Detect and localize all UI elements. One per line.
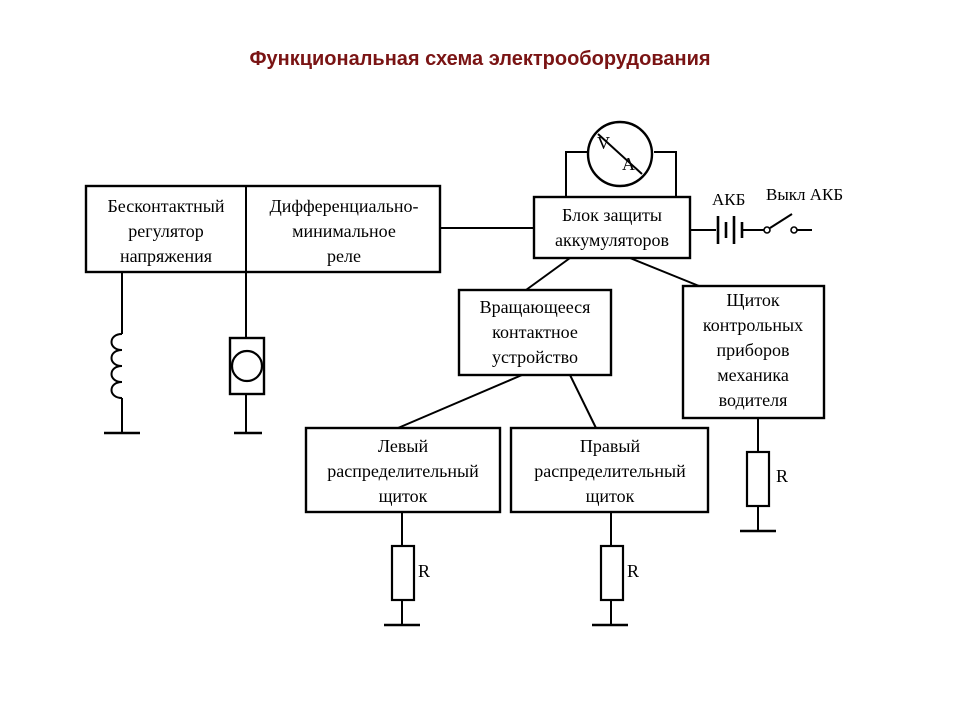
- generator-icon: [228, 272, 266, 435]
- wire-meter-loop: [565, 151, 677, 197]
- right-dist-label-line2: распределительный: [534, 461, 686, 481]
- left-dist-label-line3: щиток: [379, 486, 428, 506]
- panel-label-line2: контрольных: [703, 315, 803, 335]
- battery-symbol: [716, 216, 744, 244]
- rotating-label-line3: устройство: [492, 347, 578, 367]
- regulator-label-line2: регулятор: [128, 221, 203, 241]
- resistor-left-label: R: [418, 561, 430, 581]
- left-dist-label-line2: распределительный: [327, 461, 479, 481]
- regulator-relay-block: [84, 184, 442, 274]
- protection-label-line1: Блок защиты: [562, 205, 662, 225]
- regulator-label-line3: напряжения: [120, 246, 212, 266]
- resistor-right-label: R: [627, 561, 639, 581]
- driver-panel-block: [681, 284, 826, 420]
- panel-label-line1: Щиток: [726, 290, 779, 310]
- right-distribution-block: [509, 426, 710, 514]
- left-dist-label-line1: Левый: [378, 436, 429, 456]
- wire-protection-to-panel: [629, 257, 705, 289]
- right-dist-label-line3: щиток: [586, 486, 635, 506]
- relay-label-line3: реле: [327, 246, 361, 266]
- wire-rotating-to-left: [397, 374, 523, 429]
- panel-label-line4: механика: [717, 365, 789, 385]
- wire-rotating-to-right: [569, 374, 597, 429]
- battery-switch-label: Выкл АКБ: [766, 185, 843, 204]
- page-title: Функциональная схема электрооборудования: [249, 48, 711, 70]
- rotating-label-line1: Вращающееся: [480, 297, 591, 317]
- battery-label: АКБ: [712, 190, 745, 209]
- battery-switch-symbol: [763, 213, 812, 234]
- protection-block: [532, 195, 692, 260]
- rotating-label-line2: контактное: [492, 322, 578, 342]
- resistor-panel-label: R: [776, 466, 788, 486]
- relay-label-line1: Дифференциально-: [270, 196, 419, 216]
- regulator-label-line1: Бесконтактный: [107, 196, 224, 216]
- resistor-right-icon: [592, 512, 628, 627]
- right-dist-label-line1: Правый: [580, 436, 641, 456]
- voltmeter-ammeter-icon: [586, 120, 654, 188]
- left-distribution-block: [304, 426, 502, 514]
- rotating-contact-block: [457, 288, 613, 377]
- protection-label-line2: аккумуляторов: [555, 230, 669, 250]
- resistor-panel-icon: [740, 418, 776, 533]
- meter-v-label: V: [597, 133, 610, 153]
- panel-label-line3: приборов: [717, 340, 790, 360]
- relay-label-line2: минимальное: [292, 221, 396, 241]
- inductor-coil-icon: [104, 272, 140, 435]
- wire-protection-to-rotating: [525, 257, 571, 291]
- panel-label-line5: водителя: [719, 390, 788, 410]
- resistor-left-icon: [384, 512, 420, 627]
- meter-a-label: A: [622, 154, 635, 174]
